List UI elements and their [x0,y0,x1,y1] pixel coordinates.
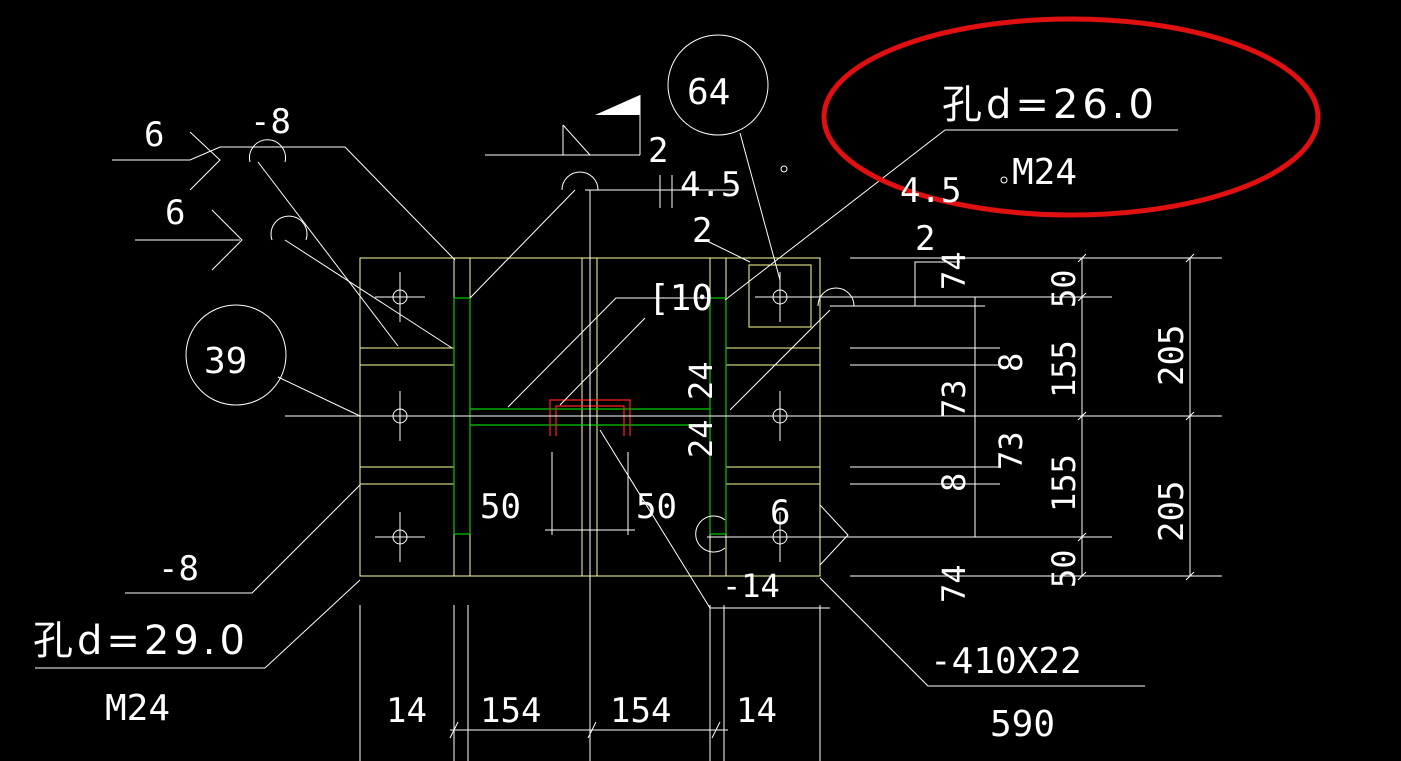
bolt-label-top[interactable]: M24 [1012,152,1077,193]
dimension-lines [850,253,1222,581]
plate-main-length[interactable]: 590 [990,704,1055,745]
bolt-holes[interactable] [375,264,1112,562]
text-labels: 孔d=26.0 M24 孔d=29.0 M24 -410X22 590 -8 -… [33,72,1192,745]
weld-size-6a[interactable]: 6 [144,115,164,155]
hole-label-bottom[interactable]: 孔d=29.0 [33,618,249,664]
detail-bubbles[interactable] [185,34,769,406]
leader-lines [35,95,1178,687]
dim-155-b[interactable]: 155 [1045,454,1083,512]
dim-8-b[interactable]: 8 [935,473,973,492]
dim-205-b[interactable]: 205 [1152,481,1192,542]
dim-73-b[interactable]: 73 [992,431,1030,470]
dim-154-b[interactable]: 154 [610,691,671,731]
dim-14-a[interactable]: 14 [386,691,427,731]
plate-left-label[interactable]: -8 [250,102,291,142]
dim-50-c[interactable]: 50 [1045,269,1083,308]
plate-main-label[interactable]: -410X22 [930,641,1082,682]
dim-154-a[interactable]: 154 [480,691,541,731]
highlight-ellipse [821,16,1321,218]
weld-size-2a[interactable]: 2 [648,131,668,171]
weld-flag [595,95,640,115]
dim-50-b[interactable]: 50 [636,487,677,527]
dim-50-d[interactable]: 50 [1045,549,1083,588]
dim-205-a[interactable]: 205 [1152,325,1192,386]
column-lines [285,190,1222,761]
hole-label-top[interactable]: 孔d=26.0 [942,82,1158,128]
weld-size-2c[interactable]: 2 [915,219,935,259]
detail-39-label[interactable]: 39 [204,341,247,382]
dim-24-b[interactable]: 24 [682,419,720,458]
weld-symbols [189,124,1008,566]
weld-size-6c[interactable]: 6 [770,493,790,533]
plate-left-label-2[interactable]: -8 [158,549,199,589]
dim-8-a[interactable]: 8 [992,353,1030,372]
weld-size-2b[interactable]: 2 [692,211,712,251]
dim-14-b[interactable]: 14 [736,691,777,731]
weld-size-45a[interactable]: 4.5 [680,165,741,205]
dim-50-a[interactable]: 50 [480,487,521,527]
dim-24-a[interactable]: 24 [682,361,720,400]
dim-155-a[interactable]: 155 [1045,340,1083,398]
detail-64-label[interactable]: 64 [687,72,730,113]
dim-73-a[interactable]: 73 [935,379,973,418]
dim-74-b[interactable]: 74 [935,564,973,603]
bolt-label-bottom[interactable]: M24 [105,688,170,729]
dim-74-a[interactable]: 74 [935,251,973,290]
weld-size-45b[interactable]: 4.5 [900,171,961,211]
plate-bottom-label[interactable]: -14 [722,567,780,605]
channel-label[interactable]: [10 [648,278,713,319]
weld-size-6b[interactable]: 6 [165,193,185,233]
